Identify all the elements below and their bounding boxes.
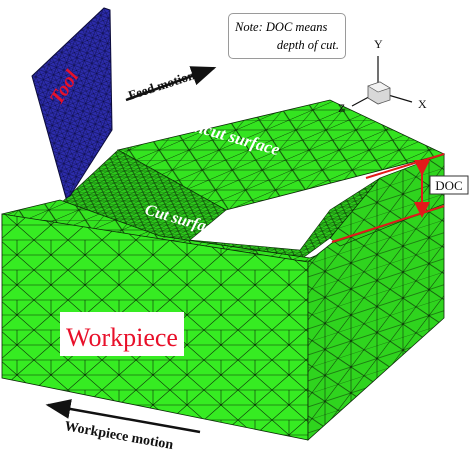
doc-label: DOC [435, 178, 462, 193]
note-line-1: Note: DOC means [235, 20, 328, 34]
feed-motion-arrow [125, 66, 217, 102]
doc-edge-top [365, 153, 445, 179]
feed-motion-label: Feed motion [126, 67, 197, 103]
workpiece-label: Workpiece [66, 323, 178, 352]
axis-x-label: X [418, 97, 427, 111]
tool-body [31, 7, 113, 199]
axis-y-label: Y [374, 37, 383, 51]
workpiece-motion-arrow [45, 399, 201, 434]
workpiece-label-box [60, 312, 184, 356]
axis-triad: Y X Z [338, 37, 427, 115]
note-line-2: depth of cut. [276, 38, 339, 52]
doc-label-box [429, 175, 469, 195]
note-box: Note: DOC means depth of cut. [228, 13, 346, 59]
axis-z-label: Z [338, 101, 345, 115]
